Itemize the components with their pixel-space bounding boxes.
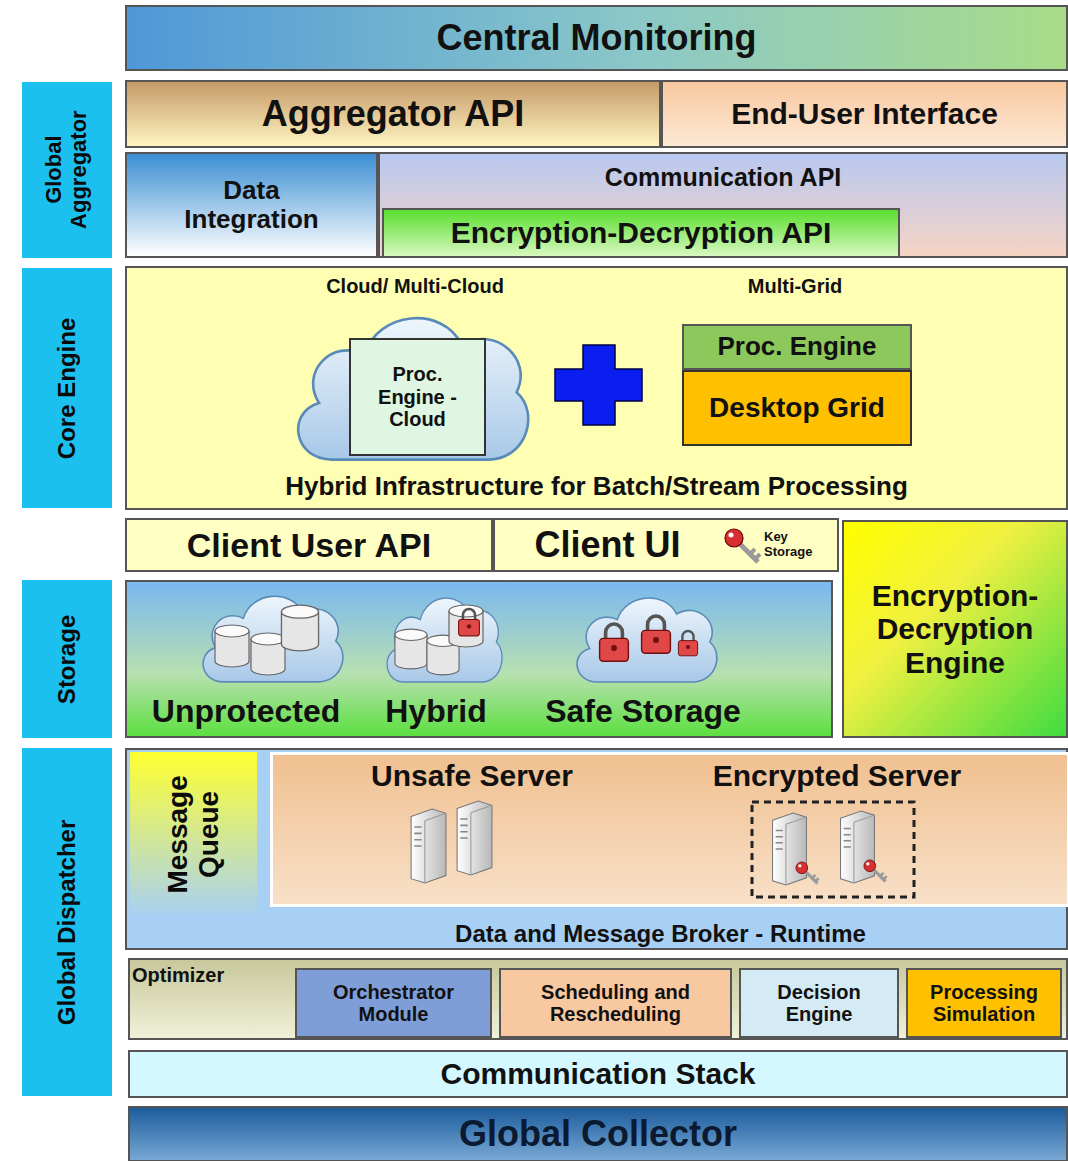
box-label: Proc. Engine - Cloud (377, 363, 459, 430)
storage-panel: Unprotected Hybrid Safe Storage (125, 580, 833, 738)
collector-band: Global Collector (128, 1106, 1068, 1161)
broker-panel: Message Queue Unsafe Server Encrypted Ser… (125, 748, 1068, 950)
text-holder: Hybrid (370, 690, 502, 734)
box-label: End-User Interface (731, 97, 998, 131)
text-holder: Unsafe Server (322, 754, 622, 798)
text-holder: Encrypted Server (662, 754, 1012, 798)
box-label: Encryption-Decryption API (451, 216, 832, 250)
text-holder: Orchestrator Module (297, 970, 490, 1036)
monitoring-band: Central Monitoring (125, 5, 1068, 71)
text-holder: Multi-Grid (690, 270, 900, 302)
module-box: Processing Simulation (906, 968, 1062, 1038)
text-holder: Communication Stack (130, 1052, 1066, 1096)
text-holder: End-User Interface (663, 82, 1066, 146)
text-holder: Global Dispatcher (22, 748, 112, 1096)
box-label: Encrypted Server (713, 759, 961, 793)
module-box: Orchestrator Module (295, 968, 492, 1038)
box-label: Processing Simulation (916, 981, 1052, 1026)
text-holder: Communication API (378, 152, 1068, 202)
module-box: End-User Interface (661, 80, 1068, 148)
module-box: Proc. Engine (682, 324, 912, 370)
text-holder: Hybrid Infrastructure for Batch/Stream P… (130, 468, 1063, 506)
box-label: Orchestrator Module (305, 981, 482, 1026)
box-label: Scheduling and Rescheduling (509, 981, 722, 1026)
text-holder: Encryption-Decryption Engine (844, 522, 1066, 736)
box-label: Decision Engine (749, 981, 889, 1026)
stack-band: Communication Stack (128, 1050, 1068, 1098)
layer-name: Storage (54, 587, 81, 731)
box-label: Desktop Grid (709, 392, 885, 423)
layer-name: Core Engine (54, 275, 81, 501)
text-holder: Decision Engine (741, 970, 897, 1036)
module-box: Aggregator API (125, 80, 661, 148)
layer-name: Message Queue (162, 759, 225, 910)
layer-name: Global Dispatcher (54, 755, 81, 1089)
text-holder: Unprotected (128, 690, 364, 734)
box-label: Client User API (187, 526, 431, 564)
box-label: Safe Storage (545, 694, 741, 730)
text-holder: Client UI (495, 518, 720, 572)
box-label: Communication API (605, 163, 842, 191)
box-label: Unprotected (152, 694, 340, 730)
box-label: Proc. Engine (718, 332, 877, 361)
layer-name: Global Aggregator (42, 89, 91, 251)
module-box: Encryption-Decryption API (382, 208, 900, 258)
box-label: Communication Stack (440, 1057, 755, 1091)
text-holder: Aggregator API (127, 82, 659, 146)
module-box: Client UI Key Storage (493, 518, 839, 572)
layer-label: Core Engine (22, 268, 112, 508)
text-holder: Global Aggregator (22, 82, 112, 258)
optimizer-panel: Orchestrator Module Scheduling and Resche… (128, 958, 1068, 1040)
box-label: Hybrid (385, 694, 486, 730)
box-label: Central Monitoring (437, 18, 757, 58)
box-label: Cloud/ Multi-Cloud (326, 275, 504, 297)
module-box: Desktop Grid (682, 370, 912, 446)
text-holder: Proc. Engine (684, 326, 910, 368)
server-panel: Unsafe Server Encrypted Server (270, 752, 1068, 907)
box-label: Data and Message Broker - Runtime (455, 921, 866, 948)
module-box: Data Integration (125, 152, 378, 258)
box-label: Client UI (534, 525, 680, 565)
box-label: Encryption-Decryption Engine (850, 579, 1060, 680)
core-panel: Proc. Engine - Cloud Proc. EngineDesktop … (125, 266, 1068, 510)
text-holder: Processing Simulation (908, 970, 1060, 1036)
box-label: Optimizer (132, 964, 224, 986)
box-label: Data Integration (172, 176, 332, 234)
module-box: Encryption-Decryption API Communication A… (378, 152, 1068, 258)
text-holder: Proc. Engine - Cloud (351, 340, 484, 454)
text-holder: Data and Message Broker - Runtime (258, 918, 1063, 950)
text-holder: Central Monitoring (127, 7, 1066, 69)
layer-label: Global Dispatcher (22, 748, 112, 1096)
module-box: Decision Engine (739, 968, 899, 1038)
text-holder: Cloud/ Multi-Cloud (280, 270, 550, 302)
text-holder: Storage (22, 580, 112, 738)
text-holder: Data Integration (127, 154, 376, 256)
text-holder: Key Storage (764, 522, 836, 568)
text-holder: Message Queue (130, 752, 257, 917)
text-holder: Optimizer (132, 960, 272, 990)
text-holder: Desktop Grid (684, 372, 910, 444)
box-label: Unsafe Server (371, 759, 573, 793)
box-label: Global Collector (459, 1114, 737, 1154)
text-holder: Core Engine (22, 268, 112, 508)
text-holder: Client User API (127, 520, 491, 570)
layer-label: Global Aggregator (22, 82, 112, 258)
module-box: Proc. Engine - Cloud (349, 338, 486, 456)
layer-label: Storage (22, 580, 112, 738)
module-box: Client User API (125, 518, 493, 572)
queue-box: Message Queue (130, 752, 257, 917)
box-label: Aggregator API (262, 94, 525, 134)
text-holder: Scheduling and Rescheduling (501, 970, 730, 1036)
module-box: Scheduling and Rescheduling (499, 968, 732, 1038)
engine-box: Encryption-Decryption Engine (842, 520, 1068, 738)
text-holder: Safe Storage (512, 690, 774, 734)
text-holder: Global Collector (130, 1108, 1066, 1160)
box-label: Key Storage (764, 530, 824, 559)
text-holder: Encryption-Decryption API (384, 210, 898, 256)
box-label: Hybrid Infrastructure for Batch/Stream P… (285, 472, 908, 501)
box-label: Multi-Grid (748, 275, 842, 297)
